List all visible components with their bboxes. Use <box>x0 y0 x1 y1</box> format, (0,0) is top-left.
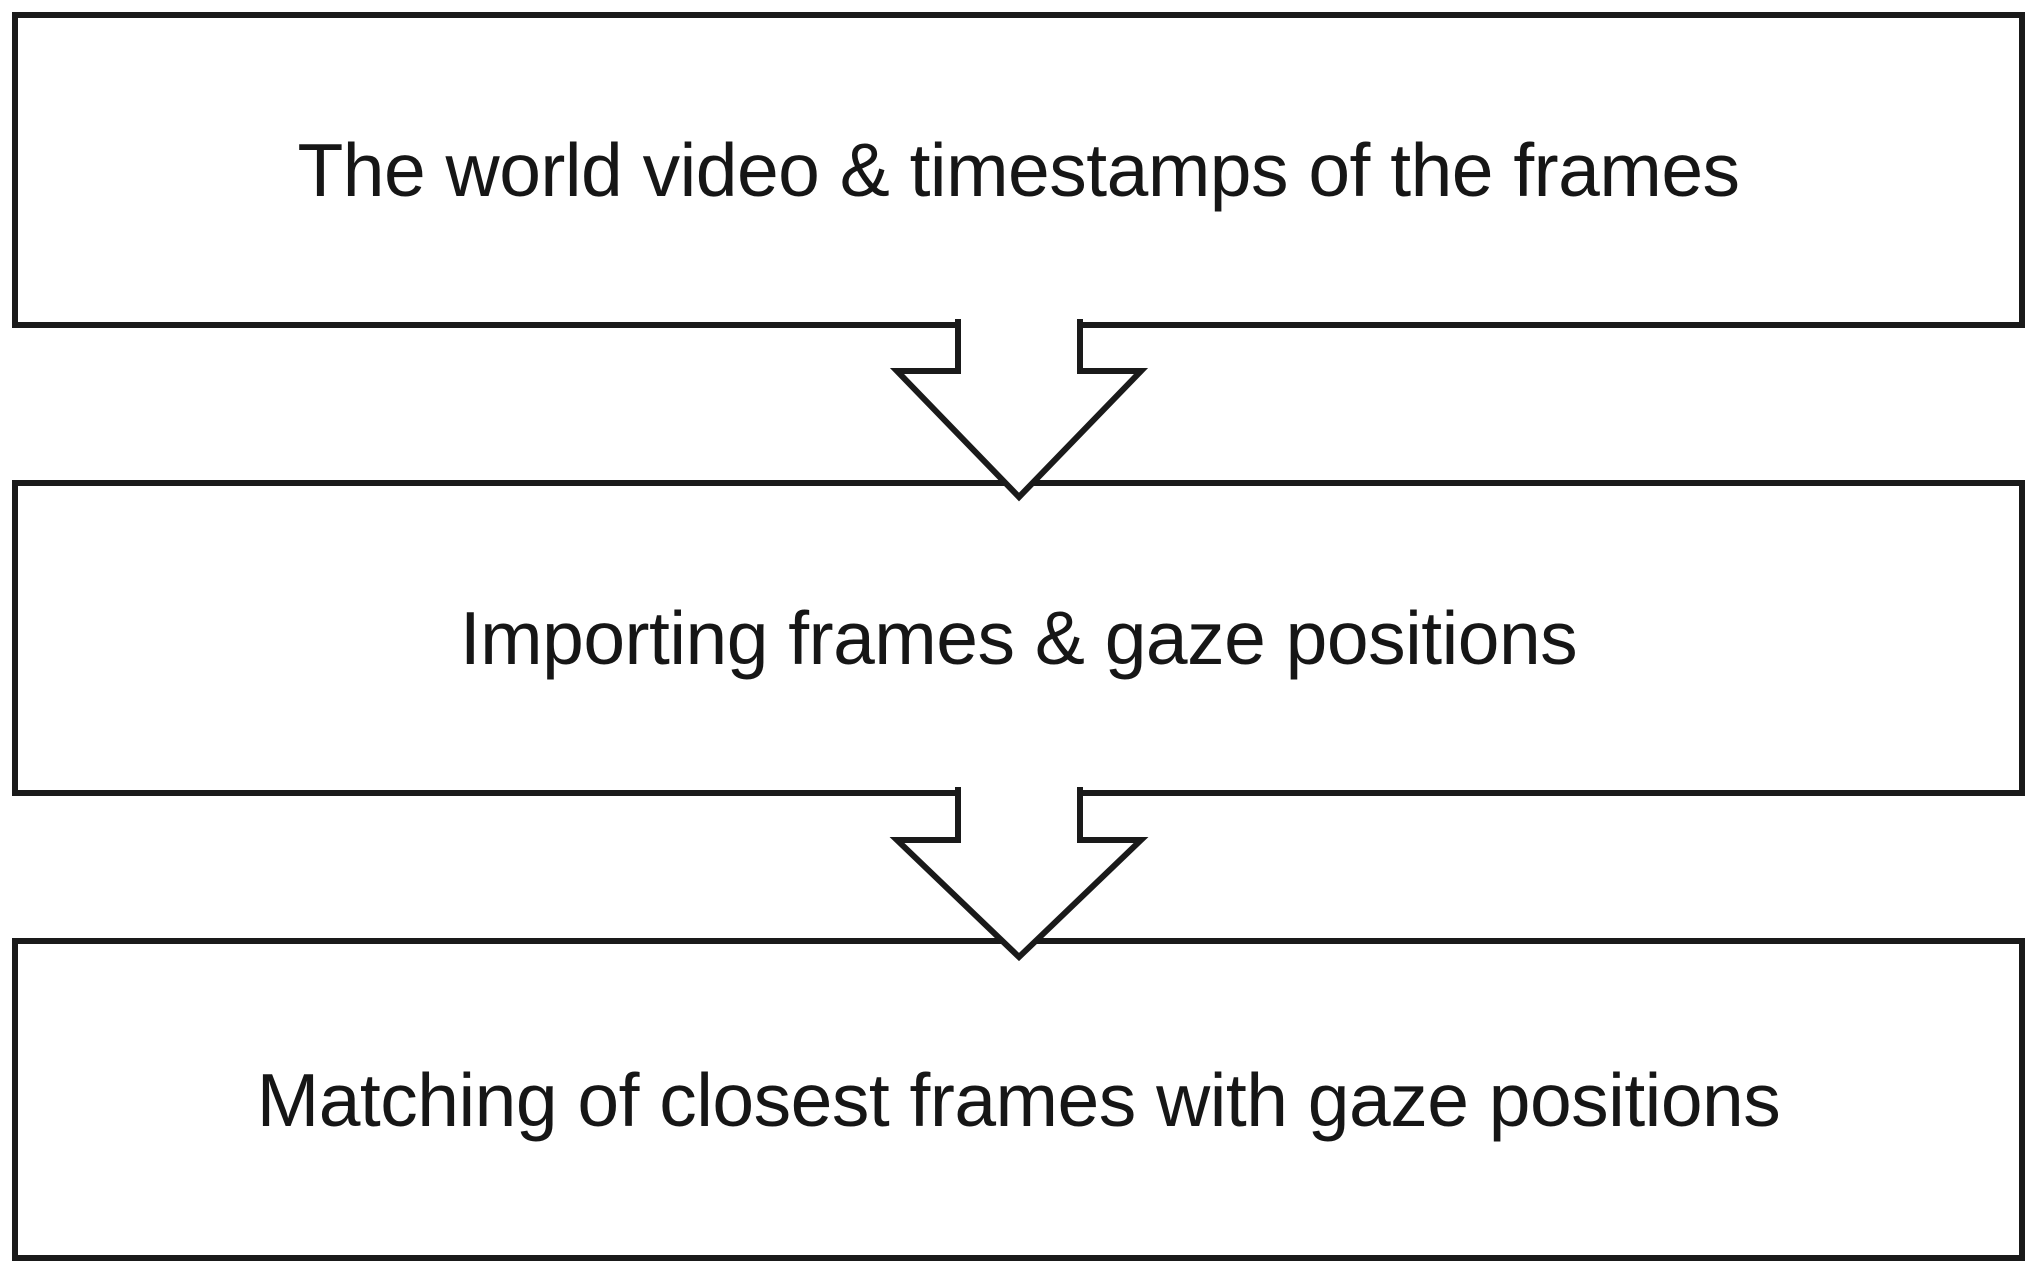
step-3-label: Matching of closest frames with gaze pos… <box>256 1057 1781 1142</box>
step-1-label: The world video & timestamps of the fram… <box>297 128 1740 212</box>
step-2-label-container: Importing frames & gaze positions <box>15 483 2022 793</box>
step-2-label: Importing frames & gaze positions <box>459 596 1578 680</box>
step-2-box <box>12 480 2025 796</box>
down-arrow-1-icon <box>889 319 1149 502</box>
step-3-label-container: Matching of closest frames with gaze pos… <box>15 941 2022 1258</box>
step-1-label-container: The world video & timestamps of the fram… <box>15 15 2022 325</box>
down-arrow-2-icon <box>889 787 1149 962</box>
step-1-box <box>12 12 2025 328</box>
